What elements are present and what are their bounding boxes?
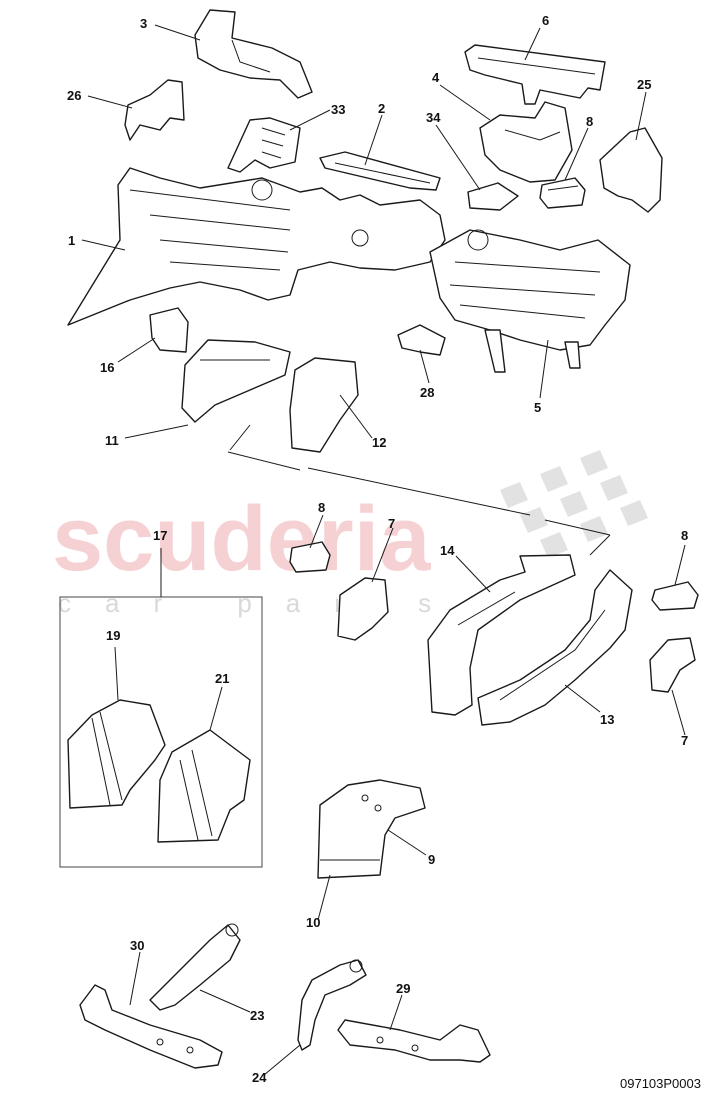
connector-line-b bbox=[227, 451, 301, 471]
callout-6: 6 bbox=[542, 13, 549, 28]
connector-line-d bbox=[544, 519, 611, 536]
part-2-upper-strip bbox=[319, 151, 441, 191]
watermark-brand: scuderia bbox=[52, 488, 431, 590]
part-7-bracket-mid bbox=[337, 577, 389, 641]
part-13-channel bbox=[477, 569, 633, 726]
callouts: 3 6 26 33 2 4 25 8 34 1 16 5 28 11 12 8 … bbox=[67, 13, 688, 1085]
callout-7-mid: 7 bbox=[388, 516, 395, 531]
callout-29: 29 bbox=[396, 981, 410, 996]
callout-16: 16 bbox=[100, 360, 114, 375]
callout-8-right: 8 bbox=[681, 528, 688, 543]
callout-17: 17 bbox=[153, 528, 167, 543]
callout-33: 33 bbox=[331, 102, 345, 117]
part-8-clip-right bbox=[651, 581, 699, 611]
callout-34: 34 bbox=[426, 110, 441, 125]
part-19-cover bbox=[67, 699, 166, 809]
part-7-bracket-right bbox=[649, 637, 696, 693]
callout-13: 13 bbox=[600, 712, 614, 727]
callout-8-mid: 8 bbox=[318, 500, 325, 515]
callout-11: 11 bbox=[105, 433, 119, 448]
callout-9: 9 bbox=[428, 852, 435, 867]
part-23-rail bbox=[149, 923, 241, 1011]
part-14-channel bbox=[427, 554, 576, 716]
callout-5: 5 bbox=[534, 400, 541, 415]
callout-19: 19 bbox=[106, 628, 120, 643]
callout-21: 21 bbox=[215, 671, 229, 686]
part-33-vent bbox=[227, 117, 301, 173]
checkered-flag-icon bbox=[500, 450, 648, 558]
leader-lines bbox=[81, 24, 686, 1076]
callout-12: 12 bbox=[372, 435, 386, 450]
callout-30: 30 bbox=[130, 938, 144, 953]
part-28-clip bbox=[397, 324, 446, 356]
callout-2: 2 bbox=[378, 101, 385, 116]
part-29-rail bbox=[337, 1019, 491, 1063]
callout-24: 24 bbox=[252, 1070, 267, 1085]
part-24-rail bbox=[297, 959, 367, 1051]
part-8-clip-top bbox=[539, 177, 586, 209]
part-25-bracket bbox=[599, 127, 663, 213]
connector-line-a bbox=[229, 424, 251, 451]
part-5-dash-carrier-right bbox=[429, 229, 631, 373]
part-34-plate bbox=[467, 182, 519, 211]
part-26-bracket bbox=[124, 79, 185, 141]
callout-23: 23 bbox=[250, 1008, 264, 1023]
part-16-bracket bbox=[149, 307, 189, 353]
callout-10: 10 bbox=[306, 915, 320, 930]
callout-8-top: 8 bbox=[586, 114, 593, 129]
callout-4: 4 bbox=[432, 70, 440, 85]
callout-28: 28 bbox=[420, 385, 434, 400]
callout-3: 3 bbox=[140, 16, 147, 31]
part-12-duct bbox=[289, 357, 359, 453]
connector-line-c bbox=[307, 467, 531, 516]
part-21-cover bbox=[157, 729, 251, 843]
part-30-rail bbox=[79, 984, 223, 1069]
part-3-air-duct-left bbox=[194, 9, 313, 99]
part-11-duct bbox=[181, 339, 291, 423]
callout-14: 14 bbox=[440, 543, 455, 558]
callout-25: 25 bbox=[637, 77, 651, 92]
connector-line-e bbox=[589, 534, 611, 556]
document-id: 097103P0003 bbox=[620, 1076, 701, 1091]
callout-1: 1 bbox=[68, 233, 75, 248]
part-4-air-duct-right bbox=[479, 101, 573, 183]
part-1-dash-carrier-left bbox=[67, 167, 446, 326]
part-8-clip-mid bbox=[289, 541, 331, 573]
part-9-10-duct bbox=[317, 779, 426, 879]
callout-26: 26 bbox=[67, 88, 81, 103]
callout-7-right: 7 bbox=[681, 733, 688, 748]
part-6-long-bracket bbox=[464, 44, 606, 105]
